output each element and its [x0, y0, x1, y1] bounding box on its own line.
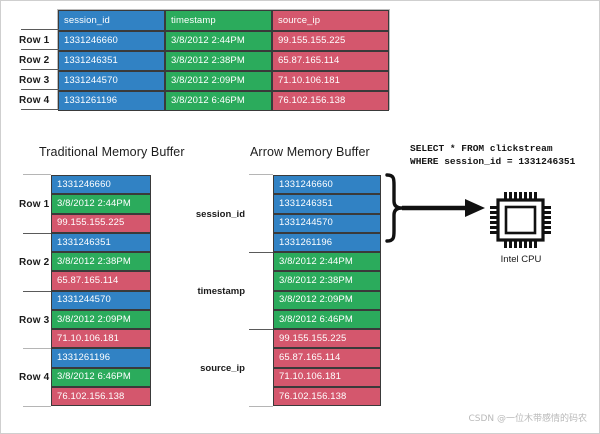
- arrow-group-tick: [249, 252, 273, 253]
- arrow-cell: 3/8/2012 6:46PM: [273, 309, 381, 329]
- table-row-label-4: Row 4: [19, 95, 50, 106]
- traditional-cell: 3/8/2012 6:46PM: [51, 367, 151, 387]
- traditional-group-tick: [23, 406, 51, 407]
- arrow-cell: 1331246351: [273, 194, 381, 214]
- sql-query: SELECT * FROM clickstream WHERE session_…: [410, 142, 575, 168]
- traditional-row-label-1: Row 1: [19, 199, 50, 210]
- sql-line-2: WHERE session_id = 1331246351: [410, 156, 576, 167]
- arrow-cell: 76.102.156.138: [273, 386, 381, 406]
- arrow-group-label-timestamp: timestamp: [197, 286, 245, 297]
- traditional-cell: 1331246351: [51, 232, 151, 252]
- table-cell: 1331261196: [58, 91, 165, 111]
- table-header-session-id: session_id: [58, 10, 165, 31]
- traditional-group-tick: [23, 232, 51, 234]
- arrow-group-label-source-ip: source_ip: [200, 363, 245, 374]
- table-row-label-3: Row 3: [19, 75, 50, 86]
- table-cell: 3/8/2012 2:38PM: [165, 51, 272, 71]
- traditional-cell: 76.102.156.138: [51, 386, 151, 406]
- arrow-cell: 3/8/2012 2:09PM: [273, 290, 381, 310]
- arrow-group-tick: [249, 174, 273, 175]
- arrow-cell: 1331261196: [273, 232, 381, 252]
- arrow-cell: 99.155.155.225: [273, 329, 381, 349]
- arrow-cell: 1331246660: [273, 175, 381, 195]
- cpu-label: Intel CPU: [500, 254, 542, 265]
- traditional-cell: 1331246660: [51, 175, 151, 195]
- row-tick: [21, 89, 59, 90]
- traditional-group-tick: [23, 348, 51, 349]
- table-cell: 3/8/2012 2:09PM: [165, 71, 272, 91]
- traditional-cell: 99.155.155.225: [51, 213, 151, 233]
- table-cell: 3/8/2012 2:44PM: [165, 31, 272, 51]
- table-cell: 1331244570: [58, 71, 165, 91]
- source-table: session_id timestamp source_ip 133124666…: [57, 9, 390, 111]
- traditional-cell: 3/8/2012 2:38PM: [51, 252, 151, 272]
- arrow-group-label-session-id: session_id: [195, 209, 245, 220]
- table-cell: 1331246660: [58, 31, 165, 51]
- traditional-cell: 1331244570: [51, 290, 151, 310]
- traditional-group-tick: [23, 290, 51, 292]
- traditional-row-label-4: Row 4: [19, 372, 50, 383]
- table-row-label-1: Row 1: [19, 35, 50, 46]
- traditional-group-tick: [23, 174, 51, 175]
- traditional-row-label-2: Row 2: [19, 257, 50, 268]
- table-cell: 1331246351: [58, 51, 165, 71]
- table-cell: 71.10.106.181: [272, 71, 389, 91]
- arrow-cell: 1331244570: [273, 213, 381, 233]
- arrow-buffer-title: Arrow Memory Buffer: [250, 145, 370, 159]
- table-row-label-2: Row 2: [19, 55, 50, 66]
- cpu-icon: [490, 192, 551, 248]
- arrow-cell: 71.10.106.181: [273, 367, 381, 387]
- traditional-cell: 1331261196: [51, 348, 151, 368]
- cpu-figure: Intel CPU: [490, 192, 552, 265]
- arrow-cell: 65.87.165.114: [273, 348, 381, 368]
- brace-arrow-connector: [385, 173, 485, 243]
- table-header-source-ip: source_ip: [272, 10, 389, 31]
- arrow-cell: 3/8/2012 2:38PM: [273, 271, 381, 291]
- traditional-cell: 3/8/2012 2:44PM: [51, 194, 151, 214]
- table-cell: 65.87.165.114: [272, 51, 389, 71]
- row-tick: [21, 69, 59, 70]
- table-cell: 76.102.156.138: [272, 91, 389, 111]
- traditional-buffer-title: Traditional Memory Buffer: [39, 145, 185, 159]
- row-tick: [21, 109, 59, 110]
- watermark: CSDN @一位木带感情的码农: [468, 414, 587, 424]
- row-tick: [21, 49, 59, 50]
- table-header-timestamp: timestamp: [165, 10, 272, 31]
- arrow-cell: 3/8/2012 2:44PM: [273, 252, 381, 272]
- traditional-cell: 65.87.165.114: [51, 271, 151, 291]
- arrow-group-tick: [249, 329, 273, 330]
- row-tick: [21, 29, 59, 30]
- sql-line-1: SELECT * FROM clickstream: [410, 143, 553, 154]
- arrow-group-tick: [249, 406, 273, 407]
- traditional-row-label-3: Row 3: [19, 315, 50, 326]
- table-cell: 99.155.155.225: [272, 31, 389, 51]
- traditional-cell: 71.10.106.181: [51, 329, 151, 349]
- traditional-cell: 3/8/2012 2:09PM: [51, 309, 151, 329]
- table-cell: 3/8/2012 6:46PM: [165, 91, 272, 111]
